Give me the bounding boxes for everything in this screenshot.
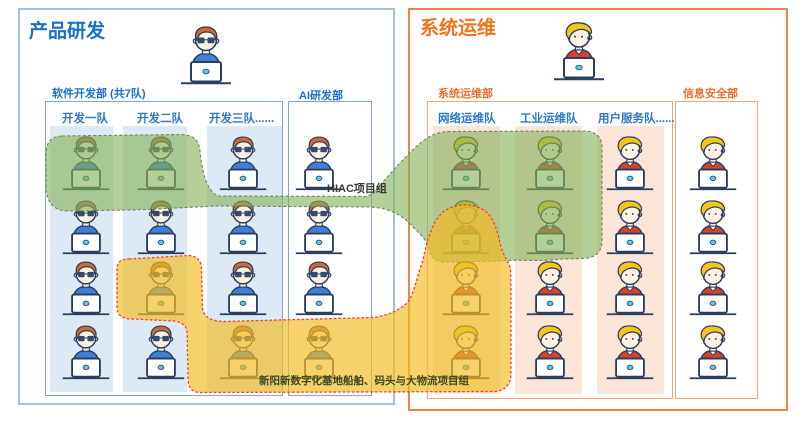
person-icon-developer	[217, 200, 269, 256]
xinyang-project-group-label: 新阳新数字化基地船舶、码头与大物流项目组	[259, 375, 469, 387]
person-icon-operator	[440, 261, 492, 317]
product-rd-manager-person-icon	[178, 26, 234, 86]
team-label-user-service: 用户服务队......	[598, 113, 675, 125]
team-label-dev-1: 开发一队	[62, 113, 108, 125]
person-icon-operator	[524, 261, 576, 317]
person-icon-operator	[604, 200, 656, 256]
person-icon-operator	[524, 200, 576, 256]
info-security-dept-label: 信息安全部	[683, 88, 738, 100]
person-icon-developer	[135, 200, 187, 256]
ai-rd-dept-label: AI研发部	[299, 90, 343, 102]
system-ops-dept-label: 系统运维部	[438, 88, 493, 100]
system-ops-manager-person-icon	[551, 22, 607, 82]
product-rd-title: 产品研发	[29, 21, 106, 42]
person-icon-developer	[60, 136, 112, 192]
person-icon-operator	[687, 325, 739, 381]
person-icon-operator	[440, 200, 492, 256]
person-icon-developer	[135, 261, 187, 317]
team-label-industrial-ops: 工业运维队	[520, 113, 578, 125]
software-dev-dept-label: 软件开发部 (共7队)	[52, 88, 146, 100]
person-icon-developer	[60, 325, 112, 381]
team-label-dev-3: 开发三队......	[209, 113, 275, 125]
team-label-network-ops: 网络运维队	[438, 113, 496, 125]
person-icon-developer	[217, 136, 269, 192]
person-icon-operator	[687, 136, 739, 192]
person-icon-operator	[687, 200, 739, 256]
person-icon-operator	[524, 136, 576, 192]
team-label-dev-2: 开发二队	[137, 113, 183, 125]
person-icon-operator	[604, 136, 656, 192]
person-icon-operator	[440, 136, 492, 192]
person-icon-developer	[293, 261, 345, 317]
hiac-project-group-label: HIAC项目组	[327, 183, 387, 195]
person-icon-operator	[524, 325, 576, 381]
person-icon-developer	[135, 136, 187, 192]
person-icon-operator	[604, 261, 656, 317]
person-icon-operator	[687, 261, 739, 317]
person-icon-developer	[60, 261, 112, 317]
person-icon-developer	[135, 325, 187, 381]
person-icon-developer	[293, 200, 345, 256]
person-icon-developer	[217, 261, 269, 317]
system-ops-title: 系统运维	[420, 18, 497, 39]
person-icon-developer	[60, 200, 112, 256]
person-icon-operator	[604, 325, 656, 381]
